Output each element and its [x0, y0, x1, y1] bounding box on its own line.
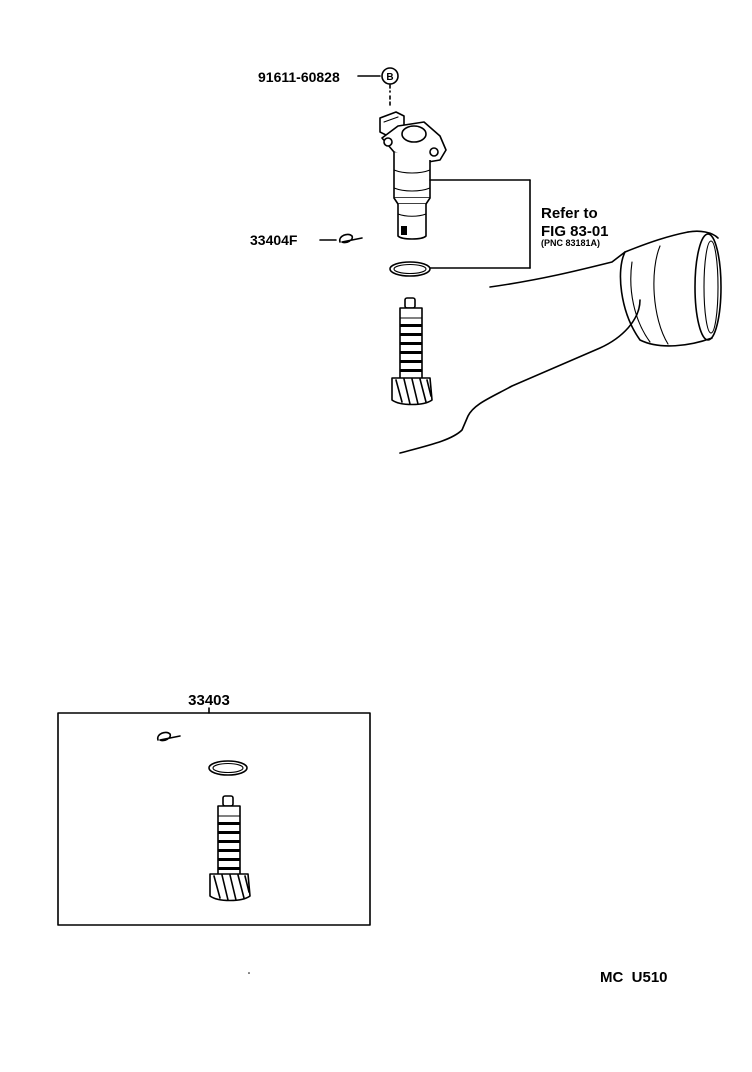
driven-gear [391, 297, 433, 406]
refer-bracket [429, 179, 531, 269]
kit-box [57, 712, 371, 926]
clip-part-number: 33404F [250, 232, 298, 248]
bolt-callout [357, 67, 399, 109]
speed-sensor [379, 111, 447, 240]
kit-part-number: 33403 [188, 692, 230, 709]
clip-ring [338, 233, 363, 244]
transmission-housing [399, 230, 722, 454]
refer-figure-text: FIG 83-01 [541, 223, 609, 240]
bolt-callout-letter: B [386, 72, 393, 83]
figure-code: MC U510 [600, 969, 668, 986]
bolt-part-number: 91611-60828 [258, 69, 340, 85]
refer-pnc-text: (PNC 83181A) [541, 238, 600, 248]
kit-driven-gear [209, 795, 251, 902]
kit-clip [156, 731, 181, 742]
refer-to-text: Refer to [541, 205, 598, 222]
